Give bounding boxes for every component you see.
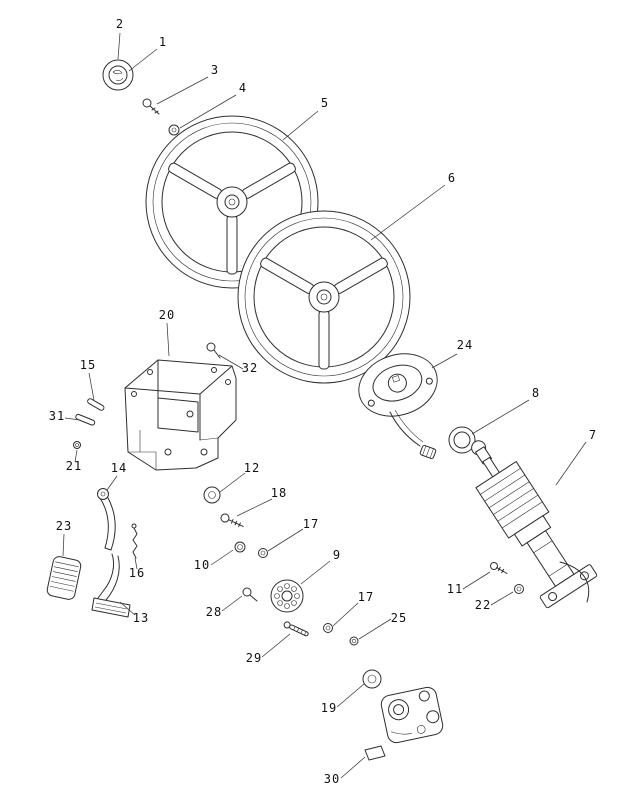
steering-wheel-upper	[145, 115, 319, 289]
callout-9: 9	[333, 548, 341, 562]
callout-5: 5	[321, 96, 329, 110]
callout-20: 20	[159, 308, 175, 322]
o-ring-8	[448, 426, 476, 454]
callout-2: 2	[116, 17, 124, 31]
steering-wheel-lower	[237, 210, 411, 384]
callout-14: 14	[111, 461, 127, 475]
callout-7: 7	[589, 428, 597, 442]
column-cover-24	[358, 353, 438, 460]
callout-25: 25	[391, 611, 407, 625]
washer-19	[362, 669, 382, 689]
pedal-lever	[97, 488, 116, 551]
screw-11	[490, 562, 508, 574]
pin-31	[75, 413, 96, 426]
callout-17-a: 17	[303, 517, 319, 531]
callout-15: 15	[80, 358, 96, 372]
callout-1: 1	[159, 35, 167, 49]
washer-22	[514, 584, 524, 594]
bolt-28	[242, 587, 258, 602]
callout-31: 31	[49, 409, 65, 423]
column-hose	[559, 561, 590, 603]
callout-19: 19	[321, 701, 337, 715]
callout-23: 23	[56, 519, 72, 533]
screw-3	[142, 98, 160, 115]
callout-labels: 2 1 3 4 5 6 20 24 32 15 8 31 7 21 14 12 …	[49, 17, 597, 786]
callout-17-b: 17	[358, 590, 374, 604]
pedal-arm	[91, 553, 131, 618]
callout-10: 10	[194, 558, 210, 572]
bolt-32	[206, 342, 221, 359]
callout-13: 13	[133, 611, 149, 625]
steering-column	[471, 440, 598, 609]
clip-16	[131, 523, 138, 559]
callout-3: 3	[211, 63, 219, 77]
pedal-pad	[46, 556, 82, 600]
callout-4: 4	[239, 81, 247, 95]
callout-30: 30	[324, 772, 340, 786]
nut-25	[349, 636, 359, 646]
nut-10	[234, 541, 246, 553]
plate-30	[364, 745, 386, 761]
callout-18: 18	[271, 486, 287, 500]
callout-6: 6	[448, 171, 456, 185]
callout-12: 12	[244, 461, 260, 475]
nut-17-upper	[258, 548, 268, 558]
callout-28: 28	[206, 605, 222, 619]
washer-17-lower	[323, 623, 333, 633]
callout-21: 21	[66, 459, 82, 473]
nut-21	[73, 441, 81, 449]
callout-16: 16	[129, 566, 145, 580]
sprocket-plate-9	[270, 579, 304, 613]
callout-11: 11	[447, 582, 463, 596]
washer-4	[168, 124, 180, 136]
callout-24: 24	[457, 338, 473, 352]
screw-29	[283, 621, 309, 637]
pin-15	[87, 398, 105, 411]
callout-32: 32	[242, 361, 258, 375]
callout-22: 22	[475, 598, 491, 612]
callout-8: 8	[532, 386, 540, 400]
bolt-18	[220, 513, 244, 528]
leader-lines	[62, 32, 587, 779]
washer-12	[203, 486, 221, 504]
steering-valve	[380, 686, 444, 744]
callout-29: 29	[246, 651, 262, 665]
mount-bracket	[124, 359, 237, 471]
horn-cap	[102, 59, 134, 91]
